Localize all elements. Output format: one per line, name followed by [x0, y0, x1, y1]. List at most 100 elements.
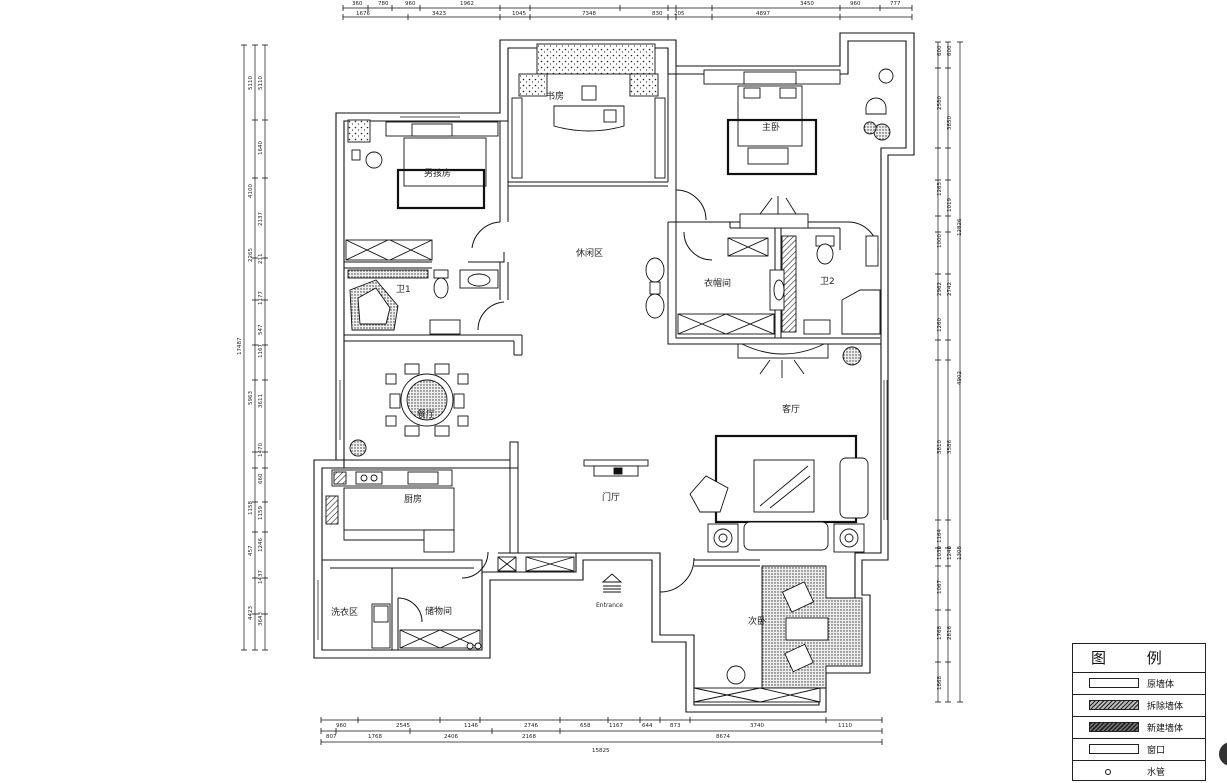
dim-right2-4: 4902 [957, 371, 963, 385]
label-bath2: 卫2 [820, 277, 835, 287]
dim-right-9: 3810 [937, 440, 943, 454]
dimension-ticks [241, 5, 963, 745]
label-second-bedroom: 次卧 [748, 615, 766, 627]
room-labels: 书房 主卧 男孩房 休闲区 卫1 衣帽间 卫2 餐厅 客厅 厨房 门厅 洗衣区 … [331, 90, 835, 627]
label-storage: 储物间 [425, 605, 452, 617]
dim-left2-7: 1167 [258, 344, 264, 358]
legend-swatch-hatch-light [1089, 700, 1139, 710]
dim-bottom-1: 960 [336, 723, 347, 729]
dim-left2-2: 1640 [258, 141, 264, 155]
dim-left2-1: 5110 [258, 76, 264, 90]
dim-bottom-8: 873 [670, 723, 681, 729]
dim-left2-11: 1159 [258, 506, 264, 520]
legend-label: 拆除墙体 [1147, 702, 1184, 712]
legend-swatch-window [1089, 744, 1139, 754]
dim-bottom-5: 658 [580, 723, 591, 729]
label-boys-room: 男孩房 [424, 167, 451, 179]
label-cloakroom: 衣帽间 [704, 277, 731, 289]
legend-label: 新建墙体 [1147, 724, 1184, 734]
legend-label: 原墙体 [1147, 680, 1175, 690]
dim-left2-8: 3611 [258, 394, 264, 408]
dim-bottom-total: 15825 [592, 748, 610, 754]
dim-bottom2-4: 2168 [522, 734, 536, 740]
dim-left2-9: 1470 [258, 443, 264, 457]
dim-right2-6: 1240 [947, 546, 953, 560]
dim-top-6: 960 [850, 1, 861, 7]
dim-right2-7: 2816 [947, 626, 953, 640]
label-kitchen: 厨房 [404, 493, 422, 505]
dim-bottom2-1: 807 [326, 734, 337, 740]
leisure-area-furniture [645, 257, 665, 319]
dim-left2-12: 1246 [258, 538, 264, 552]
dim-bottom-7: 644 [642, 723, 653, 729]
label-leisure-area: 休闲区 [576, 247, 603, 259]
legend-swatch-plain [1089, 678, 1139, 688]
legend-row-original-wall: 原墙体 [1073, 673, 1205, 695]
dim-top-5: 3450 [800, 1, 814, 7]
dim-top2-7: 4897 [756, 11, 770, 17]
dim-top2-6: 205 [674, 11, 685, 17]
dimension-texts: 360 780 960 1962 3450 960 777 1676 3423 … [326, 1, 901, 754]
dim-right2-5: 3586 [947, 440, 953, 454]
foyer-fixtures [583, 459, 649, 593]
cloak-bath2-fixtures [677, 235, 881, 378]
dim-right-2: 2580 [937, 96, 943, 110]
legend-label: 窗口 [1147, 746, 1166, 756]
dim-right-6: 1000 [937, 234, 943, 248]
legend: 图 例 原墙体 拆除墙体 新建墙体 窗口 水管 [1072, 643, 1206, 781]
dim-right-7: 2962 [937, 282, 943, 296]
dim-left-3: 2265 [248, 248, 254, 262]
corner-circle-icon [1219, 742, 1227, 766]
dim-top2-5: 830 [652, 11, 663, 17]
dim-top-4: 1962 [460, 1, 474, 7]
legend-row-demolished-wall: 拆除墙体 [1073, 695, 1205, 717]
dim-left-7: 4423 [248, 606, 254, 620]
label-bath1: 卫1 [396, 285, 411, 295]
label-master-bedroom: 主卧 [762, 121, 780, 133]
dim-top2-3: 1045 [512, 11, 526, 17]
dim-left2-5: 1177 [258, 291, 264, 305]
windows [313, 112, 888, 640]
dim-top-7: 777 [890, 1, 901, 7]
dining-furniture [349, 363, 469, 457]
label-laundry: 洗衣区 [331, 606, 358, 618]
label-foyer: 门厅 [602, 491, 620, 503]
legend-swatch-hatch-dark [1089, 722, 1139, 732]
dim-bottom2-5: 8674 [716, 734, 730, 740]
second-bedroom-furniture [693, 565, 863, 703]
boys-room-furniture [345, 119, 499, 261]
dim-left-1: 5110 [248, 76, 254, 90]
dim-bottom2-2: 1768 [368, 734, 382, 740]
living-room-furniture [689, 346, 869, 553]
dim-left-5: 1158 [248, 501, 254, 515]
laundry-storage-fixtures [371, 603, 482, 650]
dim-bottom-3: 1146 [464, 723, 478, 729]
dim-right-14: 1868 [937, 676, 943, 690]
label-entrance: Entrance [596, 602, 623, 609]
dim-bottom-9: 3740 [750, 723, 764, 729]
dim-right-11: 1030 [937, 546, 943, 560]
kitchen-fixtures [325, 469, 575, 572]
dim-right2-2: 12826 [957, 218, 963, 236]
dim-right-4: 1265 [937, 182, 943, 196]
legend-label: 水管 [1147, 768, 1166, 778]
master-bedroom-furniture [703, 68, 894, 229]
legend-row-window: 窗口 [1073, 739, 1205, 761]
dim-left-6: 457 [248, 545, 254, 556]
dim-left-total: 17487 [237, 337, 243, 355]
water-pipe-icon [1103, 767, 1113, 777]
legend-row-water-pipe: 水管 [1073, 761, 1205, 782]
legend-row-new-wall: 新建墙体 [1073, 717, 1205, 739]
dim-bottom2-3: 2406 [444, 734, 458, 740]
study-furniture [511, 43, 666, 179]
dim-left-4: 5963 [248, 391, 254, 405]
left-dimension-texts: 17487 5110 4100 2265 5963 1158 457 4423 … [237, 76, 264, 626]
dim-right2-8: 1308 [957, 546, 963, 560]
dim-top2-2: 3423 [432, 11, 446, 17]
dim-right-12: 1067 [937, 580, 943, 594]
dim-right-5: 1019 [947, 198, 953, 212]
dim-bottom-10: 1110 [838, 723, 852, 729]
dim-right2-3: 2742 [947, 282, 953, 296]
dim-right-13: 1768 [937, 626, 943, 640]
